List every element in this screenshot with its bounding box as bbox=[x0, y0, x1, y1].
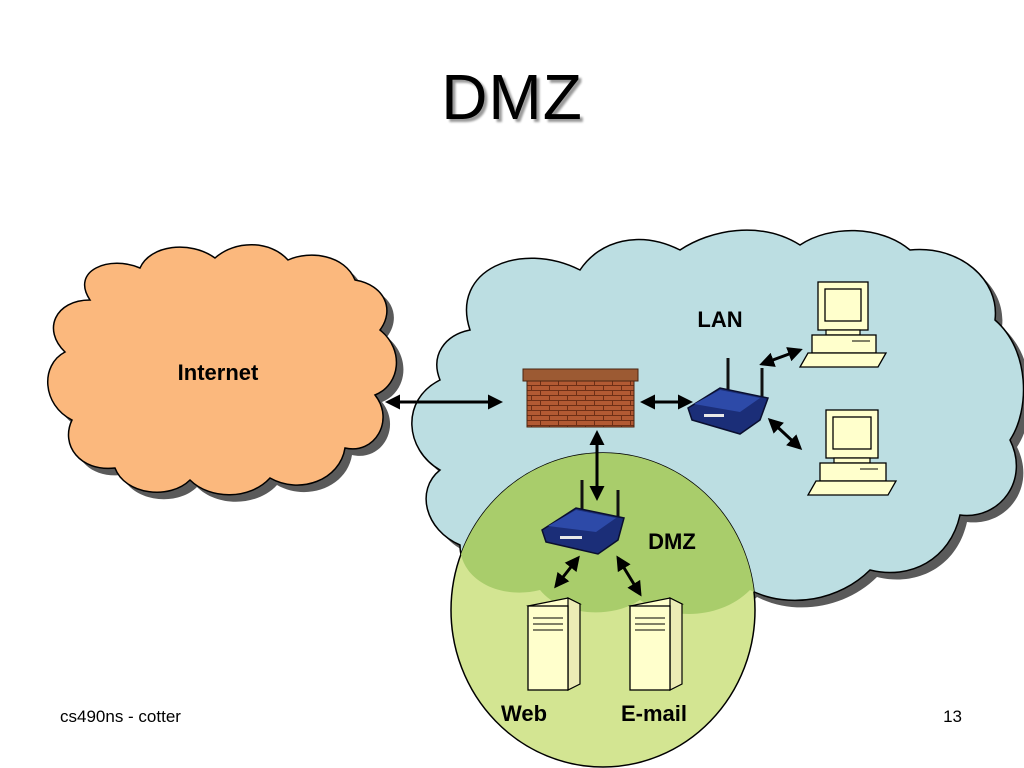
arrow-lan-router-computer-1 bbox=[759, 347, 803, 367]
lan-computer-2 bbox=[806, 409, 898, 496]
web-label: Web bbox=[501, 701, 547, 726]
lan-label: LAN bbox=[697, 307, 742, 332]
footer-course: cs490ns - cotter bbox=[60, 707, 181, 726]
arrow-dmz-router-email bbox=[616, 555, 642, 597]
internet-cloud: Internet bbox=[46, 244, 404, 502]
internet-label: Internet bbox=[178, 360, 259, 385]
dmz-label: DMZ bbox=[648, 529, 696, 554]
arrow-lan-router-computer-2 bbox=[767, 417, 803, 451]
arrow-dmz-router-web bbox=[554, 555, 580, 589]
lan-computer-1 bbox=[798, 281, 888, 368]
slide-title: DMZ bbox=[441, 61, 583, 133]
firewall bbox=[522, 368, 639, 428]
page-number: 13 bbox=[943, 707, 962, 726]
lan-router bbox=[687, 358, 770, 435]
dmz-zone: DMZ bbox=[450, 452, 756, 768]
email-label: E-mail bbox=[621, 701, 687, 726]
dmz-router bbox=[541, 480, 625, 555]
connection-arrows bbox=[385, 347, 803, 597]
email-server: E-mail bbox=[621, 597, 687, 726]
web-server: Web bbox=[501, 597, 582, 726]
